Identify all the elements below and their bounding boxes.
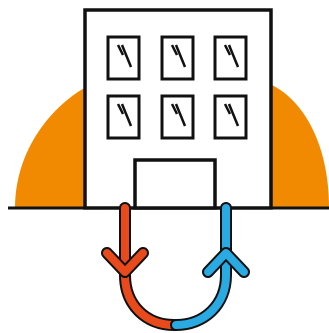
window-icon xyxy=(215,37,246,79)
dome-icon xyxy=(270,84,329,208)
window-icon xyxy=(108,96,139,138)
door-icon xyxy=(135,160,215,208)
window-icon xyxy=(162,37,193,79)
dome-icon xyxy=(15,84,92,208)
window-icon xyxy=(215,96,246,138)
window-icon xyxy=(162,96,193,138)
window-icon xyxy=(108,37,139,79)
